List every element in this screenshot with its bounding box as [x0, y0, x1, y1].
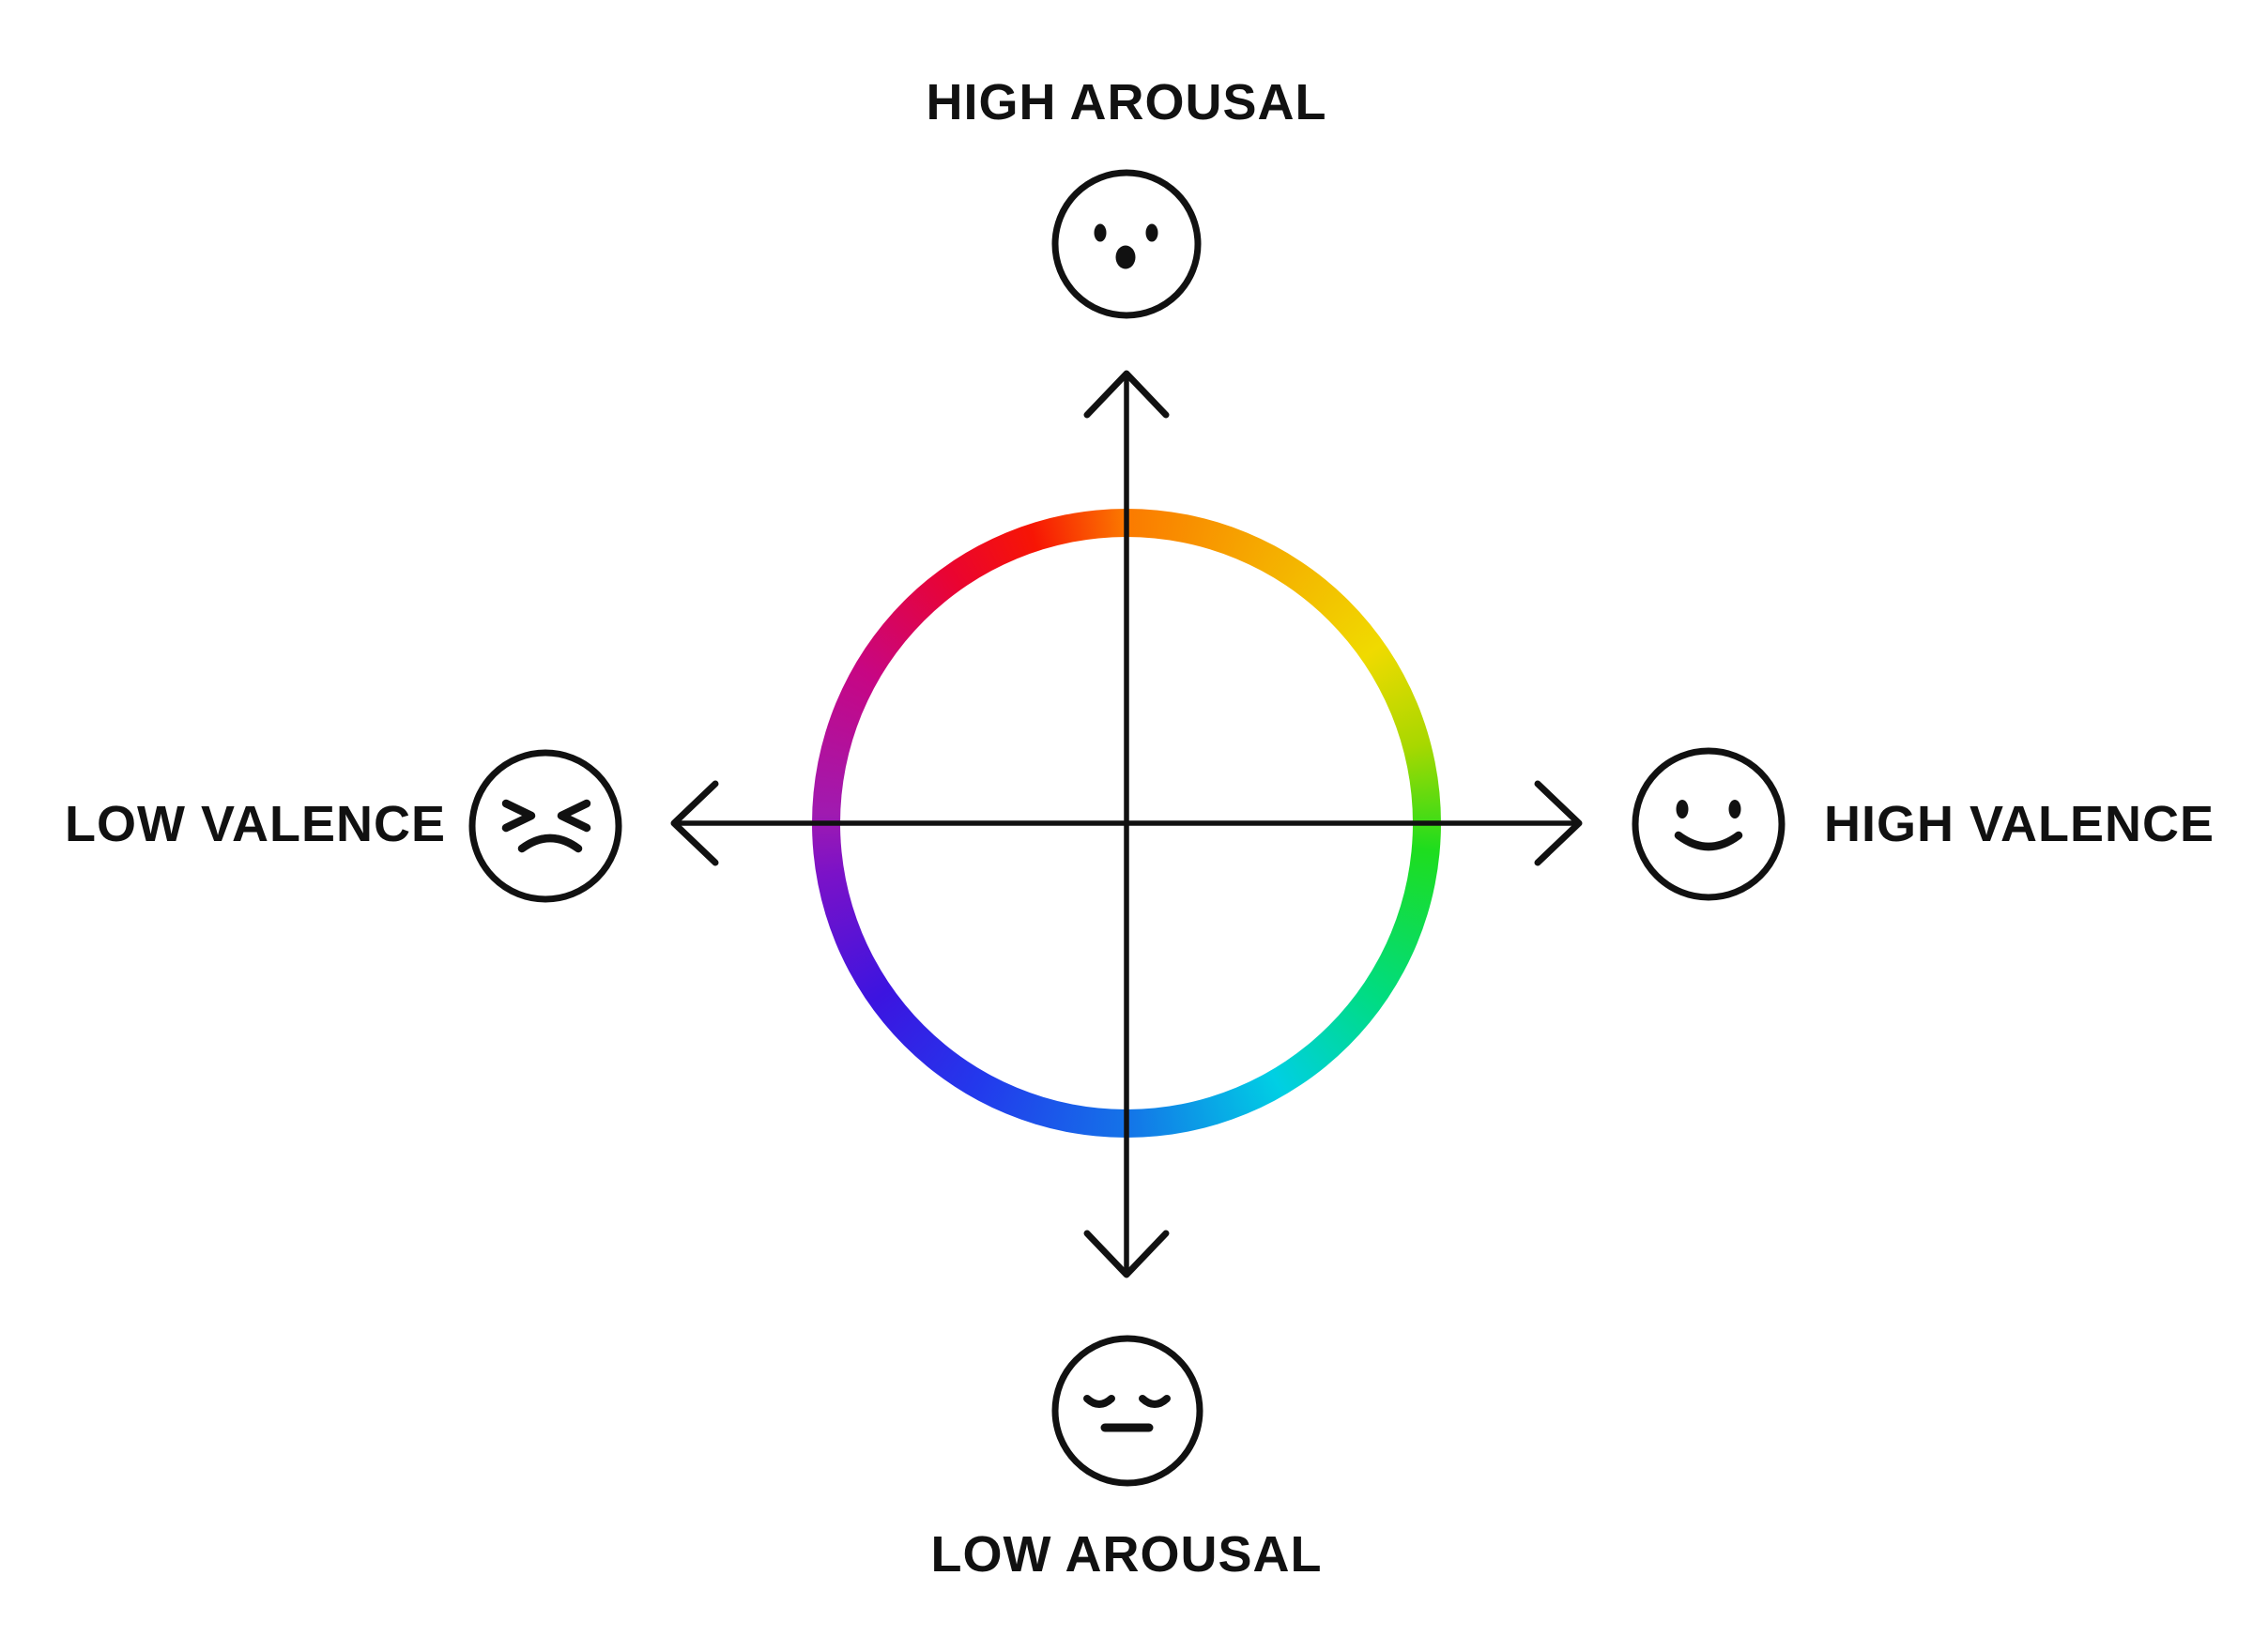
surprised-face-left-eye	[1094, 223, 1107, 242]
low-arousal-label: LOW AROUSAL	[930, 1526, 1323, 1583]
left-arrowhead-icon	[670, 780, 719, 866]
happy-face-left-eye	[1676, 800, 1689, 818]
happy-face-right-eye	[1728, 800, 1741, 818]
surprised-face-icon	[1051, 169, 1202, 319]
valence-axis	[670, 780, 1583, 866]
calm-face-right-eye	[1139, 1395, 1171, 1408]
calm-face-icon	[1051, 1335, 1203, 1487]
happy-face-icon	[1632, 747, 1786, 901]
distressed-face-mouth	[517, 834, 583, 853]
right-arrowhead-icon	[1534, 780, 1583, 866]
happy-face-mouth	[1674, 831, 1743, 851]
distressed-face-left-eye	[501, 799, 536, 833]
low-valence-label: LOW VALENCE	[65, 796, 446, 852]
distressed-face-right-eye	[557, 799, 591, 833]
calm-face-left-eye	[1083, 1395, 1115, 1408]
surprised-face-right-eye	[1145, 223, 1158, 242]
high-valence-label: HIGH VALENCE	[1824, 796, 2215, 852]
down-arrowhead-icon	[1083, 1230, 1170, 1278]
distressed-face-icon	[468, 749, 622, 903]
surprised-face-mouth	[1115, 245, 1136, 269]
up-arrowhead-icon	[1083, 370, 1170, 419]
high-arousal-label: HIGH AROUSAL	[926, 74, 1327, 130]
